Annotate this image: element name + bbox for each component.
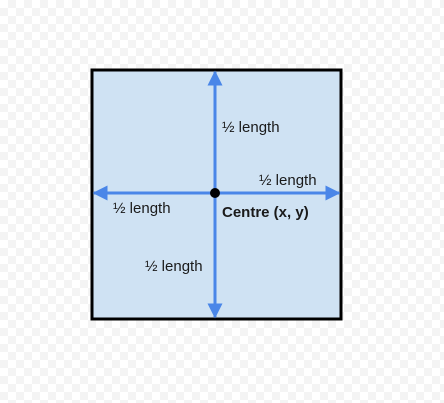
centre-point-icon [210, 188, 220, 198]
centre-label: Centre (x, y) [222, 204, 309, 221]
half-length-label-left: ½ length [113, 200, 171, 217]
half-length-label-bottom: ½ length [145, 258, 203, 275]
half-length-label-top: ½ length [222, 119, 280, 136]
half-length-label-right: ½ length [259, 172, 317, 189]
